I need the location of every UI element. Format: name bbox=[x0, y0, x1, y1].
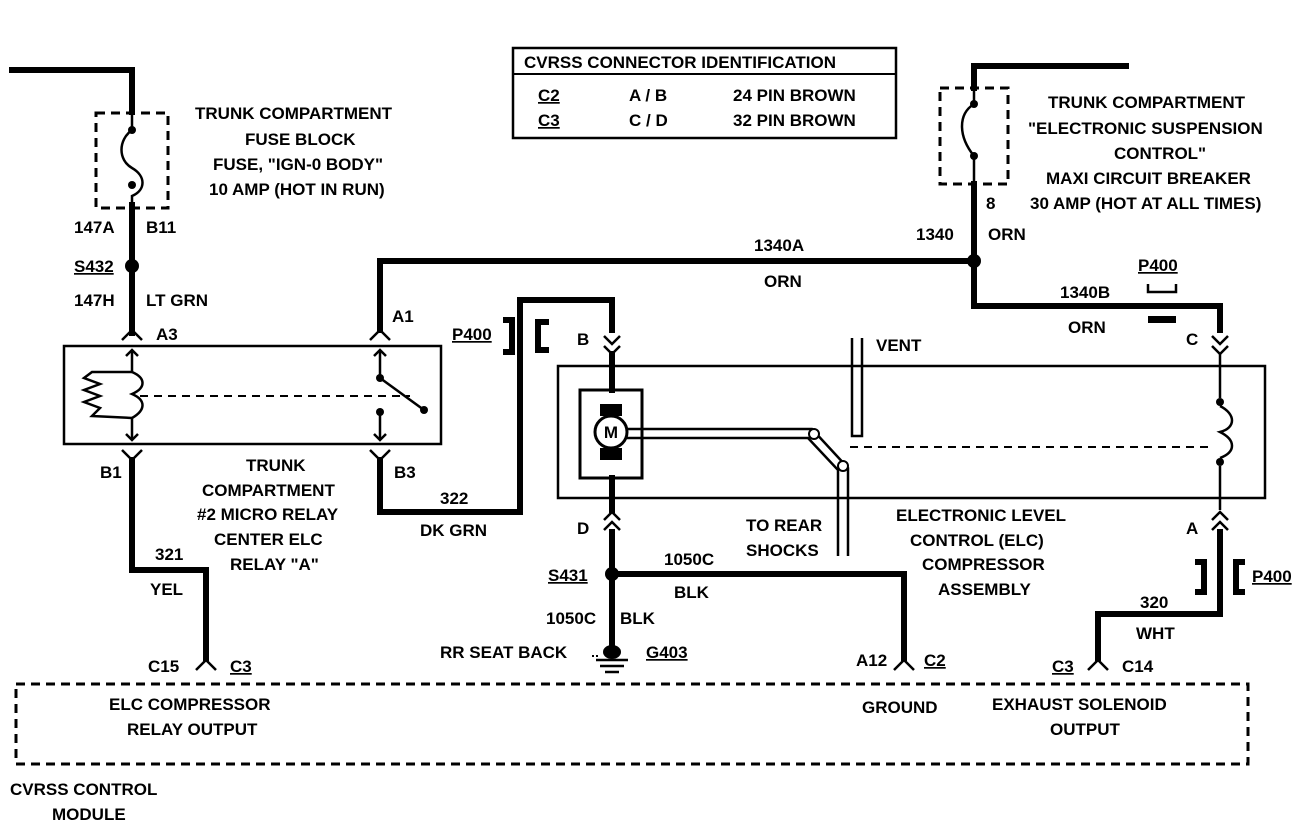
module-c14-pin: C14 bbox=[1122, 657, 1154, 676]
compressor-label-2: CONTROL (ELC) bbox=[910, 531, 1044, 550]
wire-1340-circuit: 1340 bbox=[916, 225, 954, 244]
splice-s432: S432 147H LT GRN bbox=[74, 237, 208, 341]
module-title-1: CVRSS CONTROL bbox=[10, 780, 157, 799]
relay-label-4: CENTER ELC bbox=[214, 530, 323, 549]
relay-label-3: #2 MICRO RELAY bbox=[197, 505, 339, 524]
module-title-2: MODULE bbox=[52, 805, 126, 824]
breaker-label-3: CONTROL" bbox=[1114, 144, 1206, 163]
relay-label-2: COMPARTMENT bbox=[202, 481, 335, 500]
fuse-label-2: FUSE BLOCK bbox=[245, 130, 356, 149]
connector-c3-desc: 32 PIN BROWN bbox=[733, 111, 856, 130]
wire-147h-color: LT GRN bbox=[146, 291, 208, 310]
wire-1340b-color: ORN bbox=[1068, 318, 1106, 337]
wire-320-circuit: 320 bbox=[1140, 593, 1168, 612]
relay-pin-a3: A3 bbox=[156, 325, 178, 344]
connector-c3-id: C3 bbox=[538, 111, 560, 130]
p400-connector: P400 P400 P400 bbox=[452, 256, 1292, 595]
relay-pin-a1: A1 bbox=[392, 307, 414, 326]
breaker-label-2: "ELECTRONIC SUSPENSION bbox=[1028, 119, 1263, 138]
vent-label: VENT bbox=[876, 336, 922, 355]
module-c14-label-2: OUTPUT bbox=[1050, 720, 1121, 739]
breaker-label-5: 30 AMP (HOT AT ALL TIMES) bbox=[1030, 194, 1261, 213]
connector-c2-pins: A / B bbox=[629, 86, 667, 105]
module-a12-conn: C2 bbox=[924, 651, 946, 670]
wire-1340b-circuit: 1340B bbox=[1060, 283, 1110, 302]
cvrss-control-module: C15 C3 ELC COMPRESSOR RELAY OUTPUT A12 C… bbox=[10, 651, 1250, 824]
wire-320: 320 WHT bbox=[1087, 529, 1223, 671]
connector-c2-id: C2 bbox=[538, 86, 560, 105]
wire-322-circuit: 322 bbox=[440, 489, 468, 508]
splice-s431-ground: S431 1050C BLK 1050C BLK RR SEAT BACK G4… bbox=[440, 529, 915, 674]
compressor-label-3: COMPRESSOR bbox=[922, 555, 1045, 574]
p400-label-top: P400 bbox=[1138, 256, 1178, 275]
relay-pin-b1: B1 bbox=[100, 463, 122, 482]
fuse-terminal-b11: B11 bbox=[146, 218, 176, 237]
module-c15-conn: C3 bbox=[230, 657, 252, 676]
breaker-label-1: TRUNK COMPARTMENT bbox=[1048, 93, 1246, 112]
wire-1050c-h-circuit: 1050C bbox=[664, 550, 714, 569]
module-c15-label-1: ELC COMPRESSOR bbox=[109, 695, 271, 714]
module-c15-pin: C15 bbox=[148, 657, 179, 676]
wire-1340a-color: ORN bbox=[764, 272, 802, 291]
connector-table-title: CVRSS CONNECTOR IDENTIFICATION bbox=[524, 53, 836, 72]
compressor-pin-c: C bbox=[1186, 330, 1198, 349]
compressor-assembly: B M TO REAR SHOCKS VENT C D A ELECTRONIC… bbox=[556, 330, 1267, 599]
p400-label-right: P400 bbox=[1252, 567, 1292, 586]
wire-1340b: 1340B ORN bbox=[1060, 283, 1110, 337]
shocks-label-1: TO REAR bbox=[746, 516, 822, 535]
module-c14-conn: C3 bbox=[1052, 657, 1074, 676]
relay-pin-b3: B3 bbox=[394, 463, 416, 482]
module-a12-pin: A12 bbox=[856, 651, 887, 670]
connector-c3-pins: C / D bbox=[629, 111, 668, 130]
wire-1340-color: ORN bbox=[988, 225, 1026, 244]
wire-321-color: YEL bbox=[150, 580, 183, 599]
micro-relay-a: TRUNK COMPARTMENT #2 MICRO RELAY CENTER … bbox=[62, 307, 443, 574]
relay-label-1: TRUNK bbox=[246, 456, 306, 475]
fuse-label-3: FUSE, "IGN-0 BODY" bbox=[213, 155, 383, 174]
wire-320-color: WHT bbox=[1136, 624, 1175, 643]
fuse-ign0-body: TRUNK COMPARTMENT FUSE BLOCK FUSE, "IGN-… bbox=[9, 67, 393, 243]
wire-322: 322 DK GRN bbox=[377, 297, 615, 540]
connector-id-table: CVRSS CONNECTOR IDENTIFICATION C2 A / B … bbox=[511, 46, 898, 140]
fuse-label-4: 10 AMP (HOT IN RUN) bbox=[209, 180, 385, 199]
compressor-pin-a: A bbox=[1186, 519, 1198, 538]
ground-location: RR SEAT BACK bbox=[440, 643, 568, 662]
p400-label-left: P400 bbox=[452, 325, 492, 344]
ground-g403: G403 bbox=[646, 643, 688, 662]
module-a12-label: GROUND bbox=[862, 698, 938, 717]
motor-symbol: M bbox=[604, 423, 618, 442]
module-c14-label-1: EXHAUST SOLENOID bbox=[992, 695, 1167, 714]
wire-1340a-circuit: 1340A bbox=[754, 236, 804, 255]
wire-1050c-h-color: BLK bbox=[674, 583, 710, 602]
wire-1050c-v-circuit: 1050C bbox=[546, 609, 596, 628]
breaker-terminal-8: 8 bbox=[986, 194, 995, 213]
compressor-pin-b: B bbox=[577, 330, 589, 349]
compressor-pin-d: D bbox=[577, 519, 589, 538]
fuse-label-1: TRUNK COMPARTMENT bbox=[195, 104, 393, 123]
compressor-label-1: ELECTRONIC LEVEL bbox=[896, 506, 1066, 525]
wire-321: 321 YEL bbox=[129, 457, 217, 671]
splice-s431-label: S431 bbox=[548, 566, 588, 585]
maxi-circuit-breaker: TRUNK COMPARTMENT "ELECTRONIC SUSPENSION… bbox=[916, 63, 1263, 333]
wire-147h-circuit: 147H bbox=[74, 291, 115, 310]
splice-s432-label: S432 bbox=[74, 257, 114, 276]
wire-1340a: 1340A ORN bbox=[377, 236, 977, 333]
wire-322-color: DK GRN bbox=[420, 521, 487, 540]
shocks-label-2: SHOCKS bbox=[746, 541, 819, 560]
compressor-label-4: ASSEMBLY bbox=[938, 580, 1032, 599]
connector-c2-desc: 24 PIN BROWN bbox=[733, 86, 856, 105]
breaker-label-4: MAXI CIRCUIT BREAKER bbox=[1046, 169, 1251, 188]
wire-321-circuit: 321 bbox=[155, 545, 183, 564]
wire-1050c-v-color: BLK bbox=[620, 609, 656, 628]
relay-label-5: RELAY "A" bbox=[230, 555, 319, 574]
module-c15-label-2: RELAY OUTPUT bbox=[127, 720, 258, 739]
fuse-circuit-147a: 147A bbox=[74, 218, 115, 237]
